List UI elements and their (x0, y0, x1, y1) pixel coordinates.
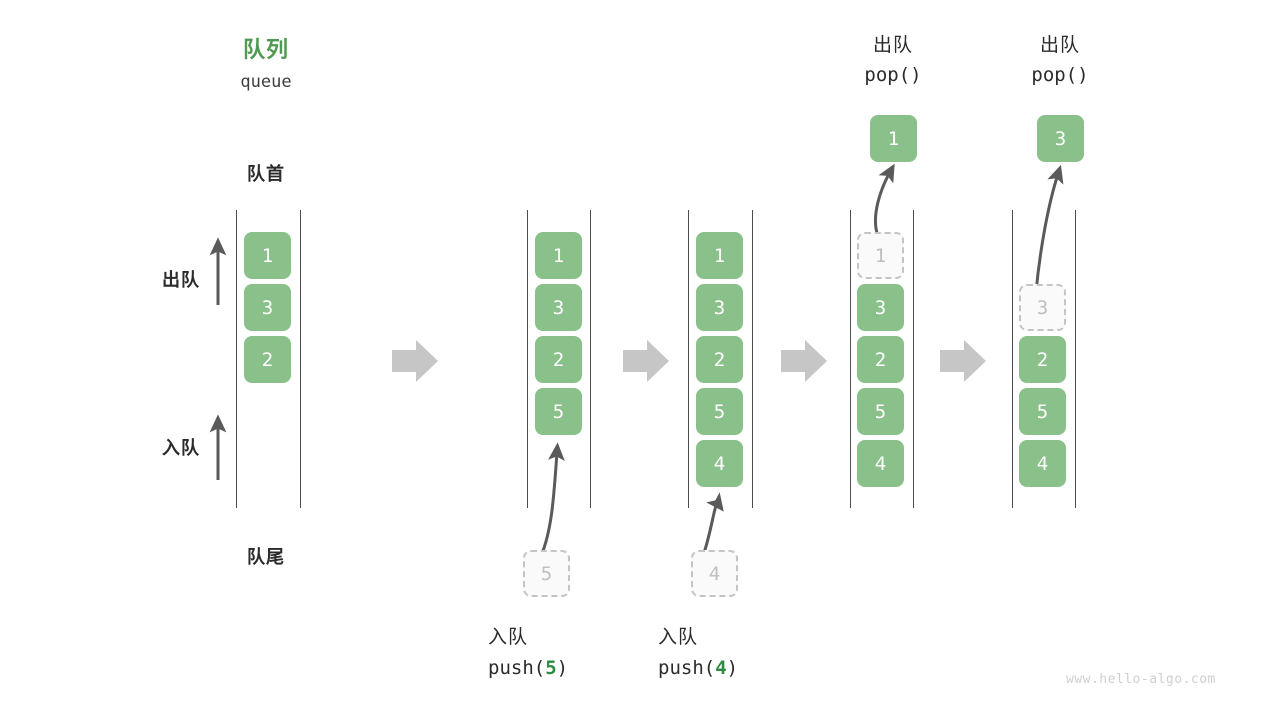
queue-cell: 3 (535, 284, 582, 331)
queue-cell: 2 (857, 336, 904, 383)
queue-cell: 4 (696, 440, 743, 487)
queue-cell: 2 (696, 336, 743, 383)
queue-rail-left (1012, 210, 1013, 508)
watermark: www.hello-algo.com (1066, 672, 1216, 687)
page-subtitle: queue (240, 72, 292, 92)
stage-transition-arrow-1 (392, 340, 438, 382)
push-5-arrow (539, 442, 565, 557)
stage-transition-arrow-3 (781, 340, 827, 382)
removed-element-ghost: 1 (857, 232, 904, 279)
queue-cell: 5 (535, 388, 582, 435)
rear-label: 队尾 (247, 547, 285, 567)
queue-cell: 3 (244, 284, 291, 331)
queue-cell: 1 (696, 232, 743, 279)
queue-cell: 2 (1019, 336, 1066, 383)
pop-1-caption-code: pop() (864, 64, 922, 86)
queue-cell: 1 (535, 232, 582, 279)
queue-rail-right (590, 210, 591, 508)
pop-3-caption-code: pop() (1031, 64, 1089, 86)
push-4-caption-zh: 入队 (658, 627, 699, 648)
page-title: 队列 (242, 37, 289, 62)
queue-rail-left (527, 210, 528, 508)
queue-cell: 4 (1019, 440, 1066, 487)
queue-cell: 3 (857, 284, 904, 331)
enqueue-flow-label: 入队 (162, 438, 200, 458)
queue-cell: 3 (696, 284, 743, 331)
queue-cell: 4 (857, 440, 904, 487)
pop-1-caption-zh: 出队 (872, 35, 913, 56)
incoming-element-ghost: 5 (523, 550, 570, 597)
removed-element-ghost: 3 (1019, 284, 1066, 331)
queue-rail-right (1075, 210, 1076, 508)
push-5-code-arg: 5 (545, 657, 557, 679)
front-label: 队首 (247, 164, 285, 184)
queue-rail-left (850, 210, 851, 508)
queue-cell: 2 (244, 336, 291, 383)
push-5-caption-zh: 入队 (488, 627, 529, 648)
push-4-code-prefix: push( (658, 657, 716, 679)
queue-rail-left (236, 210, 237, 508)
queue-cell: 1 (244, 232, 291, 279)
queue-rail-right (752, 210, 753, 508)
queue-rail-right (913, 210, 914, 508)
pop-3-caption-zh: 出队 (1039, 35, 1080, 56)
queue-cell: 2 (535, 336, 582, 383)
push-4-code-suffix: ) (726, 657, 739, 679)
pop-1-arrow (873, 163, 895, 234)
queue-cell: 5 (696, 388, 743, 435)
pop-3-arrow (1034, 164, 1064, 293)
popped-element: 1 (870, 115, 917, 162)
dequeue-flow-label: 出队 (162, 270, 200, 290)
stage-transition-arrow-2 (623, 340, 669, 382)
queue-rail-right (300, 210, 301, 508)
push-5-code-prefix: push( (488, 657, 546, 679)
push-4-caption-code: push(4) (658, 657, 838, 679)
push-4-arrow (701, 492, 724, 557)
push-4-code-arg: 4 (715, 657, 727, 679)
stage-transition-arrow-4 (940, 340, 986, 382)
queue-rail-left (688, 210, 689, 508)
queue-cell: 5 (1019, 388, 1066, 435)
queue-cell: 5 (857, 388, 904, 435)
popped-element: 3 (1037, 115, 1084, 162)
push-5-code-suffix: ) (556, 657, 569, 679)
incoming-element-ghost: 4 (691, 550, 738, 597)
push-5-caption-code: push(5) (488, 657, 668, 679)
